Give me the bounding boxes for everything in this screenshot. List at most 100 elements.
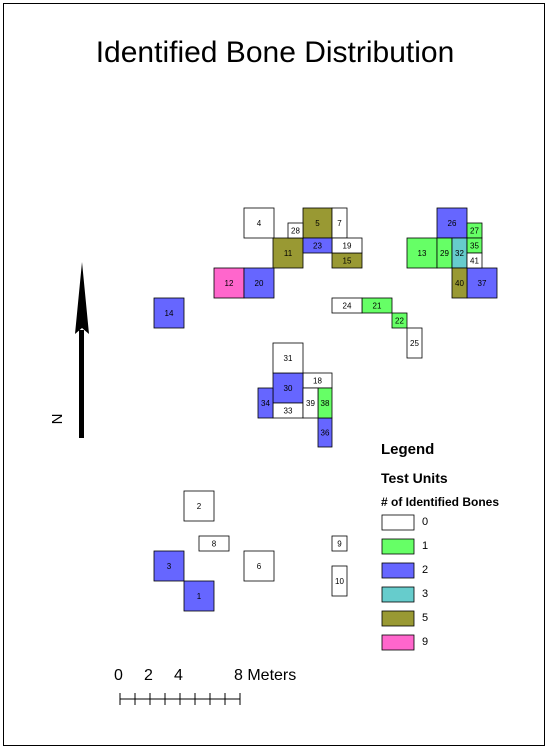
test-unit-cell <box>406 237 438 269</box>
test-unit-31: 31 <box>272 342 304 374</box>
test-unit-label: 10 <box>335 577 344 586</box>
test-unit-label: 18 <box>313 377 322 386</box>
test-unit-41: 41 <box>466 252 483 269</box>
test-unit-label: 1 <box>197 592 202 601</box>
test-unit-28: 28 <box>287 222 304 239</box>
test-unit-8: 8 <box>198 535 230 552</box>
test-unit-13: 13 <box>406 237 438 269</box>
test-unit-11: 11 <box>272 237 304 269</box>
test-unit-24: 24 <box>331 297 363 314</box>
north-label: N <box>49 414 66 425</box>
test-unit-label: 2 <box>197 502 202 511</box>
test-unit-cell <box>243 267 275 299</box>
test-unit-cell <box>331 297 363 314</box>
legend-item-label: 2 <box>422 564 429 576</box>
test-unit-39: 39 <box>302 387 319 419</box>
test-unit-3: 3 <box>153 550 185 582</box>
test-unit-37: 37 <box>466 267 498 299</box>
test-unit-cell <box>331 535 348 552</box>
test-unit-label: 14 <box>165 309 174 318</box>
test-unit-label: 36 <box>321 429 330 438</box>
test-unit-label: 21 <box>373 302 382 311</box>
test-unit-label: 29 <box>440 249 449 258</box>
test-unit-label: 26 <box>448 219 457 228</box>
test-unit-40: 40 <box>451 267 468 299</box>
test-unit-cell <box>287 222 304 239</box>
test-unit-cell <box>466 252 483 269</box>
test-unit-label: 37 <box>478 279 487 288</box>
legend-title: Legend <box>381 441 435 458</box>
test-unit-14: 14 <box>153 297 185 329</box>
test-unit-label: 13 <box>418 249 427 258</box>
test-unit-label: 22 <box>395 317 404 326</box>
test-unit-30: 30 <box>272 372 304 404</box>
test-unit-cell <box>243 207 275 239</box>
test-unit-cell <box>183 490 215 522</box>
test-unit-33: 33 <box>272 402 304 419</box>
test-unit-7: 7 <box>331 207 348 239</box>
scale-label-0: 0 <box>114 667 123 684</box>
test-unit-cell <box>198 535 230 552</box>
test-unit-26: 26 <box>436 207 468 239</box>
test-unit-label: 9 <box>337 540 342 549</box>
test-unit-cell <box>391 312 408 329</box>
scale-bar <box>119 693 241 705</box>
test-unit-cell <box>153 297 185 329</box>
legend-swatches <box>381 514 415 651</box>
test-unit-label: 8 <box>212 540 217 549</box>
test-unit-cell <box>257 387 274 419</box>
scale-label-8-meters: 8 Meters <box>234 667 297 684</box>
legend-subtitle: Test Units <box>381 470 448 486</box>
legend-item-label: 0 <box>422 516 429 528</box>
test-unit-9: 9 <box>331 535 348 552</box>
test-unit-12: 12 <box>213 267 245 299</box>
test-unit-cell <box>153 550 185 582</box>
legend-item-label: 3 <box>422 588 429 600</box>
legend-item-label: 1 <box>422 540 429 552</box>
test-unit-4: 4 <box>243 207 275 239</box>
test-unit-label: 30 <box>284 384 293 393</box>
test-unit-cell <box>451 267 468 299</box>
test-unit-35: 35 <box>466 237 483 254</box>
test-unit-2: 2 <box>183 490 215 522</box>
test-unit-1: 1 <box>183 580 215 612</box>
legend-heading: # of Identified Bones <box>381 495 500 509</box>
north-arrow-shaft <box>79 330 84 438</box>
test-unit-label: 41 <box>470 257 479 266</box>
test-unit-cell <box>243 550 275 582</box>
north-arrow <box>75 262 89 438</box>
test-unit-label: 35 <box>470 242 479 251</box>
test-unit-label: 28 <box>291 227 300 236</box>
test-unit-label: 39 <box>306 399 315 408</box>
test-unit-label: 3 <box>167 562 172 571</box>
test-unit-label: 23 <box>313 242 322 251</box>
test-unit-label: 38 <box>321 399 330 408</box>
legend-swatch <box>381 610 415 627</box>
test-unit-label: 15 <box>343 257 352 266</box>
test-unit-label: 24 <box>343 302 352 311</box>
legend-item-label: 9 <box>422 636 429 648</box>
test-unit-6: 6 <box>243 550 275 582</box>
test-unit-15: 15 <box>331 252 363 269</box>
legend-swatch <box>381 586 415 603</box>
test-unit-cell <box>466 267 498 299</box>
north-arrow-head <box>75 262 89 334</box>
test-unit-20: 20 <box>243 267 275 299</box>
legend-swatch <box>381 514 415 531</box>
test-unit-label: 5 <box>315 219 320 228</box>
legend-item-label: 5 <box>422 612 429 624</box>
test-unit-label: 12 <box>225 279 234 288</box>
test-unit-27: 27 <box>466 222 483 239</box>
test-unit-32: 32 <box>451 237 468 269</box>
test-unit-5: 5 <box>302 207 333 239</box>
legend-swatch <box>381 538 415 555</box>
test-unit-label: 4 <box>257 219 262 228</box>
test-unit-36: 36 <box>317 417 333 448</box>
test-unit-cell <box>183 580 215 612</box>
legend-swatch <box>381 562 415 579</box>
scale-label-2: 2 <box>144 667 153 684</box>
test-unit-22: 22 <box>391 312 408 329</box>
test-unit-cell <box>272 342 304 374</box>
test-unit-label: 25 <box>410 339 419 348</box>
